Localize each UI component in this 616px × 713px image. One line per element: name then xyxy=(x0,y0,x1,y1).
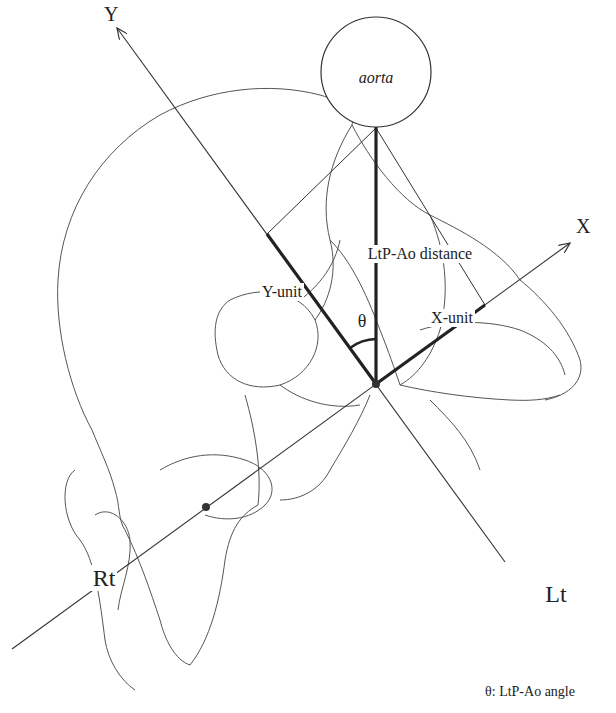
landmark-point xyxy=(202,503,210,511)
aorta-label: aorta xyxy=(357,69,396,87)
aorta-circle: aorta xyxy=(320,16,432,128)
origin-point xyxy=(372,380,380,388)
angle-symbol: θ xyxy=(356,312,369,332)
side-label: Lt xyxy=(543,581,568,607)
axes xyxy=(12,28,570,649)
side-label: Rt xyxy=(91,565,118,591)
unit-label: X-unit xyxy=(429,309,475,327)
pelvis-outline xyxy=(58,88,581,690)
unit-label: Y-unit xyxy=(260,283,304,301)
distance-label: LtP-Ao distance xyxy=(366,245,474,263)
axis-name: Y xyxy=(104,3,118,25)
legend-note: θ: LtP-Ao angle xyxy=(483,684,577,699)
axis-name: X xyxy=(576,215,590,237)
